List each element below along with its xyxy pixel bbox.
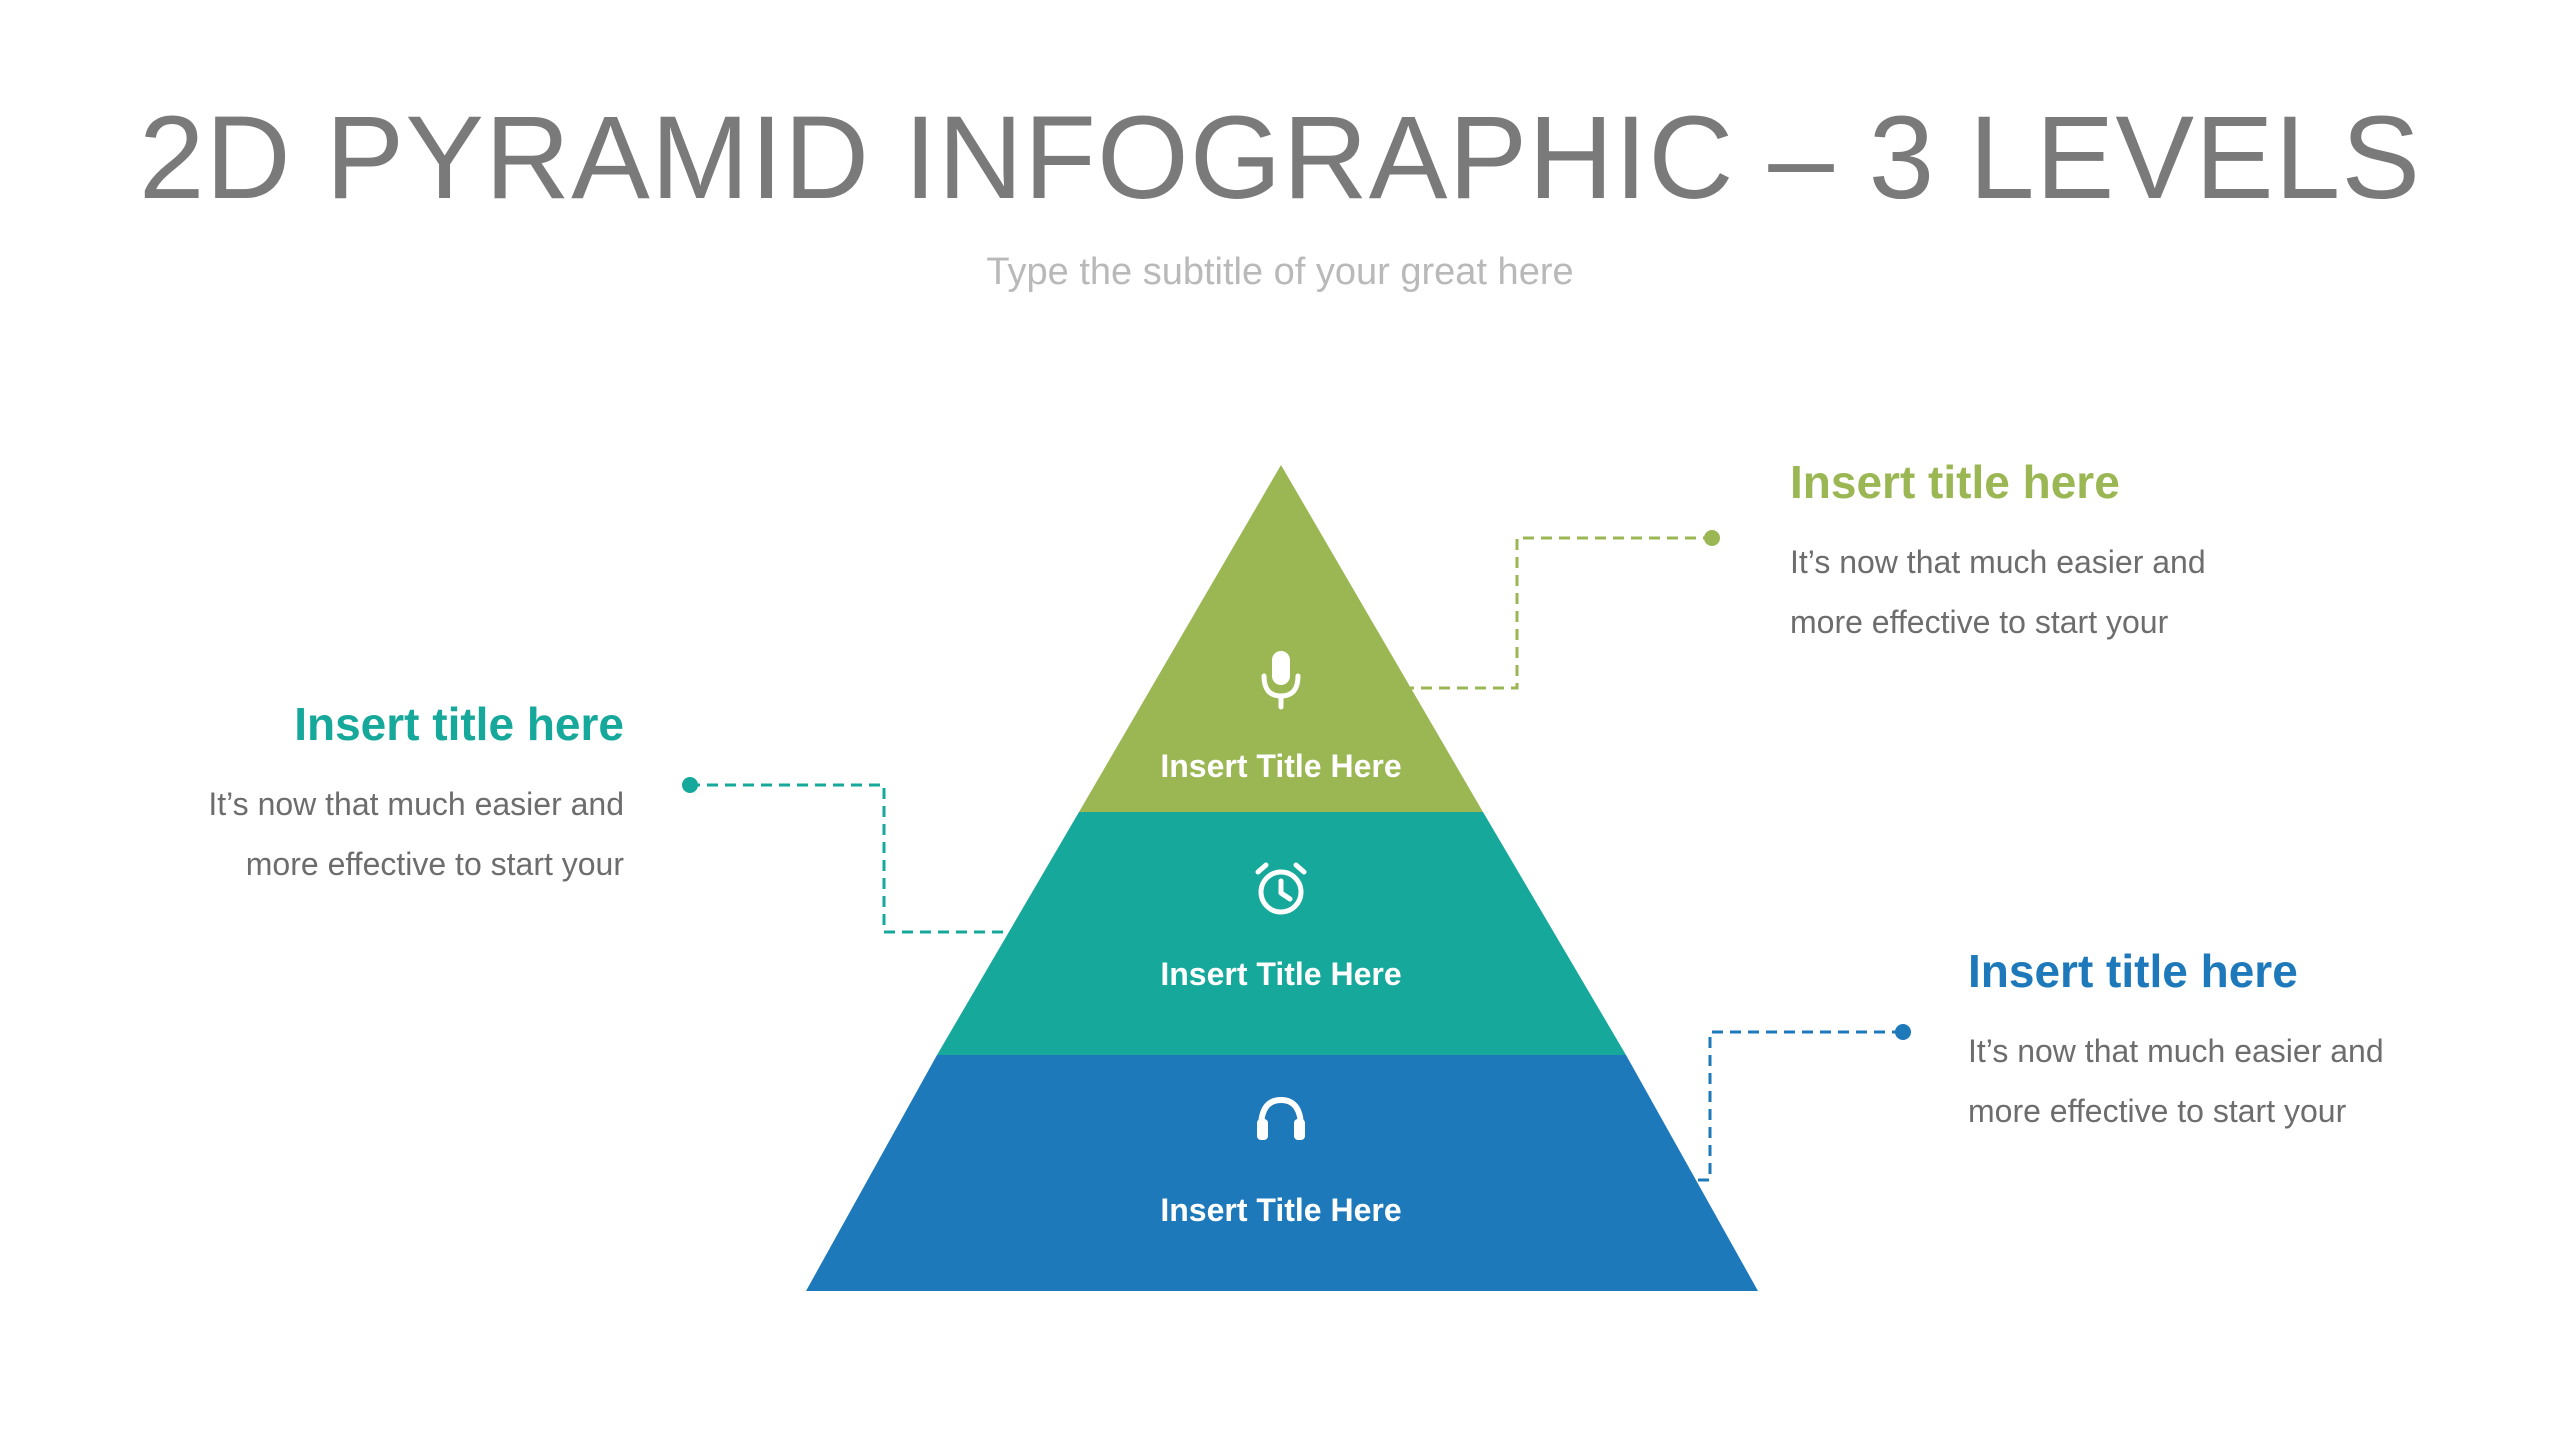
pyramid-level-bottom[interactable]	[806, 1055, 1758, 1291]
callout-middle: Insert title here It’s now that much eas…	[64, 694, 624, 894]
connector-top	[1403, 530, 1720, 690]
callout-middle-line-2: more effective to start your	[245, 846, 624, 882]
pyramid-level-middle-label[interactable]: Insert Title Here	[1160, 956, 1401, 992]
callout-bottom-title[interactable]: Insert title here	[1968, 945, 2298, 997]
callout-bottom-line-1: It’s now that much easier and	[1968, 1033, 2384, 1069]
connector-bottom	[1698, 1024, 1911, 1182]
callout-bottom-line-2: more effective to start your	[1968, 1093, 2347, 1129]
slide-title[interactable]: 2D PYRAMID INFOGRAPHIC – 3 LEVELS	[138, 92, 2422, 224]
callout-bottom: Insert title here It’s now that much eas…	[1968, 941, 2528, 1141]
callout-middle-body[interactable]: It’s now that much easier and more effec…	[64, 774, 624, 894]
callout-top-title[interactable]: Insert title here	[1790, 456, 2120, 508]
callout-top: Insert title here It’s now that much eas…	[1790, 452, 2350, 652]
callout-middle-title[interactable]: Insert title here	[294, 698, 624, 750]
slide-subtitle[interactable]: Type the subtitle of your great here	[986, 251, 1574, 293]
microphone-icon	[1261, 651, 1301, 710]
headphones-icon	[1257, 1097, 1305, 1140]
callout-bottom-body[interactable]: It’s now that much easier and more effec…	[1968, 1021, 2528, 1141]
pyramid-level-top-label[interactable]: Insert Title Here	[1160, 748, 1401, 784]
pyramid-level-top[interactable]	[1079, 465, 1483, 812]
callout-middle-line-1: It’s now that much easier and	[208, 786, 624, 822]
alarm-clock-icon	[1255, 862, 1307, 915]
pyramid-level-middle[interactable]	[937, 812, 1626, 1055]
callout-top-line-2: more effective to start your	[1790, 604, 2169, 640]
callout-top-line-1: It’s now that much easier and	[1790, 544, 2206, 580]
callout-top-body[interactable]: It’s now that much easier and more effec…	[1790, 532, 2350, 652]
connector-middle	[682, 777, 1003, 934]
pyramid-level-bottom-label[interactable]: Insert Title Here	[1160, 1192, 1401, 1228]
